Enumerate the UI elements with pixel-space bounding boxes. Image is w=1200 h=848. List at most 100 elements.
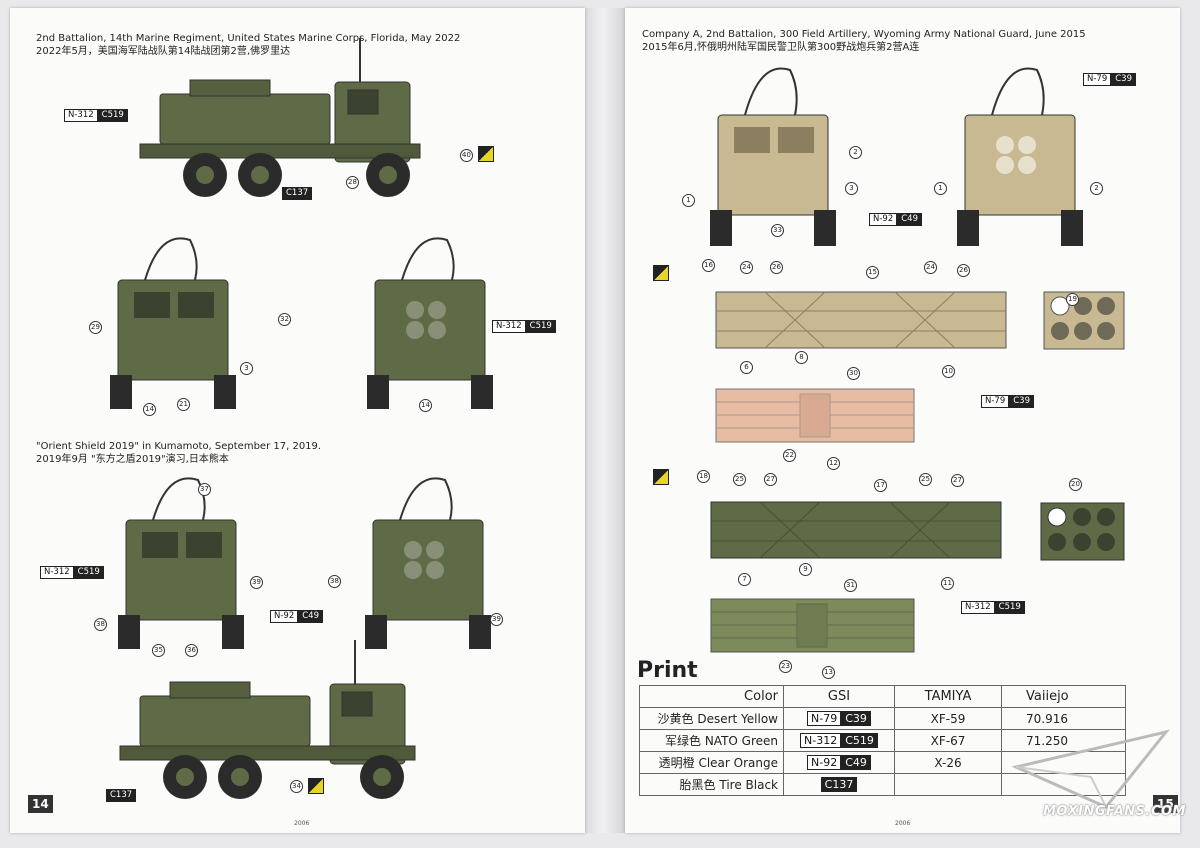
- callout-36: 36: [185, 644, 198, 657]
- callout-10: 10: [942, 365, 955, 378]
- truck-tan-rear-view: [957, 67, 1083, 246]
- callout-28: 28: [346, 176, 359, 189]
- callout-18: 18: [697, 470, 710, 483]
- callout-29: 29: [89, 321, 102, 334]
- callout-23: 23: [779, 660, 792, 673]
- callout-11: 11: [941, 577, 954, 590]
- callout-3r: 3: [845, 182, 858, 195]
- paper-plane-logo: [1011, 729, 1170, 809]
- truck-front-view-1: [110, 237, 236, 409]
- truck-tan-front-view: [710, 67, 836, 246]
- callout-25: 25: [733, 473, 746, 486]
- callout-33: 33: [771, 224, 784, 237]
- callout-26b: 26: [957, 264, 970, 277]
- callout-22: 22: [783, 449, 796, 462]
- callout-30: 30: [847, 367, 860, 380]
- launch-pod-green-end: [1040, 502, 1125, 561]
- callout-1b: 1: [934, 182, 947, 195]
- launch-pod-green-side: [710, 501, 1002, 559]
- callout-34: 34: [290, 780, 303, 793]
- color-code-tire-black-2: C137: [106, 789, 137, 802]
- color-code-tire-black: C137: [282, 187, 313, 200]
- callout-37: 37: [198, 483, 211, 496]
- caption-right-en: Company A, 2nd Battalion, 300 Field Arti…: [642, 29, 1086, 40]
- page-number-right: 15: [1153, 795, 1178, 813]
- header-gsi: GSI: [783, 685, 895, 708]
- page-binding: [585, 8, 625, 833]
- callout-6: 6: [740, 361, 753, 374]
- callout-17: 17: [874, 479, 887, 492]
- callout-21: 21: [177, 398, 190, 411]
- caption-2-zh: 2019年9月 "东方之盾2019"演习,日本熊本: [36, 454, 229, 465]
- callout-1: 1: [682, 194, 695, 207]
- decal-sheet-icon: [478, 146, 494, 162]
- paint-legend-table: Color GSI TAMIYA Vaiiejo 沙黄色 Desert Yell…: [639, 685, 1126, 796]
- callout-2b: 2: [1090, 182, 1103, 195]
- callout-3: 3: [240, 362, 253, 375]
- truck-side-view-2: [119, 640, 416, 799]
- callout-12: 12: [827, 457, 840, 470]
- callout-27: 27: [764, 473, 777, 486]
- truck-front-view-2: [118, 477, 244, 649]
- launch-pod-green-bottom: [710, 598, 915, 653]
- callout-14: 14: [143, 403, 156, 416]
- page-number-left: 14: [28, 795, 53, 813]
- footer-left: 2006: [294, 820, 310, 827]
- callout-2: 2: [849, 146, 862, 159]
- truck-side-view-1: [139, 38, 421, 197]
- callout-7: 7: [738, 573, 751, 586]
- callout-39: 39: [250, 576, 263, 589]
- callout-15: 15: [866, 266, 879, 279]
- left-page: 2nd Battalion, 14th Marine Regiment, Uni…: [10, 8, 585, 833]
- callout-24b: 24: [924, 261, 937, 274]
- callout-38: 38: [328, 575, 341, 588]
- header-vallejo: Vaiiejo: [1001, 685, 1126, 708]
- callout-24: 24: [740, 261, 753, 274]
- right-page: Company A, 2nd Battalion, 300 Field Arti…: [625, 8, 1180, 833]
- callout-27b: 27: [951, 474, 964, 487]
- caption-1-en: 2nd Battalion, 14th Marine Regiment, Uni…: [36, 33, 461, 44]
- callout-40: 40: [460, 149, 473, 162]
- legend-header-row: Color GSI TAMIYA Vaiiejo: [639, 685, 1126, 708]
- caption-1-zh: 2022年5月，美国海军陆战队第14陆战团第2营,佛罗里达: [36, 46, 291, 57]
- callout-26: 26: [770, 261, 783, 274]
- legend-row: 胎黑色 Tire Black C137: [639, 773, 1126, 796]
- watermark-text: MOXINGFANS.COM: [1043, 804, 1186, 819]
- callout-8: 8: [795, 351, 808, 364]
- footer-right: 2006: [895, 820, 911, 827]
- callout-32: 32: [278, 313, 291, 326]
- truck-rear-view-2: [365, 477, 491, 649]
- callout-31: 31: [844, 579, 857, 592]
- launch-pod-tan-side: [715, 291, 1007, 349]
- launch-pod-tan-end: [1043, 291, 1125, 350]
- callout-20: 20: [1069, 478, 1082, 491]
- caption-2-en: "Orient Shield 2019" in Kumamoto, Septem…: [36, 441, 322, 452]
- truck-rear-view-1: [367, 237, 493, 409]
- callout-9: 9: [799, 563, 812, 576]
- callout-35: 35: [152, 644, 165, 657]
- callout-38b: 38: [94, 618, 107, 631]
- decal-sheet-icon-4: [653, 469, 669, 485]
- callout-25b: 25: [919, 473, 932, 486]
- launch-pod-peach: [715, 388, 915, 443]
- decal-sheet-icon-2: [308, 778, 324, 794]
- callout-13: 13: [822, 666, 835, 679]
- callout-19: 19: [1066, 293, 1079, 306]
- callout-14b: 14: [419, 399, 432, 412]
- header-color: Color: [639, 685, 784, 708]
- callout-16: 16: [702, 259, 715, 272]
- print-title: Print: [637, 658, 698, 683]
- caption-right-zh: 2015年6月,怀俄明州陆军国民警卫队第300野战炮兵第2营A连: [642, 42, 920, 53]
- decal-sheet-icon-3: [653, 265, 669, 281]
